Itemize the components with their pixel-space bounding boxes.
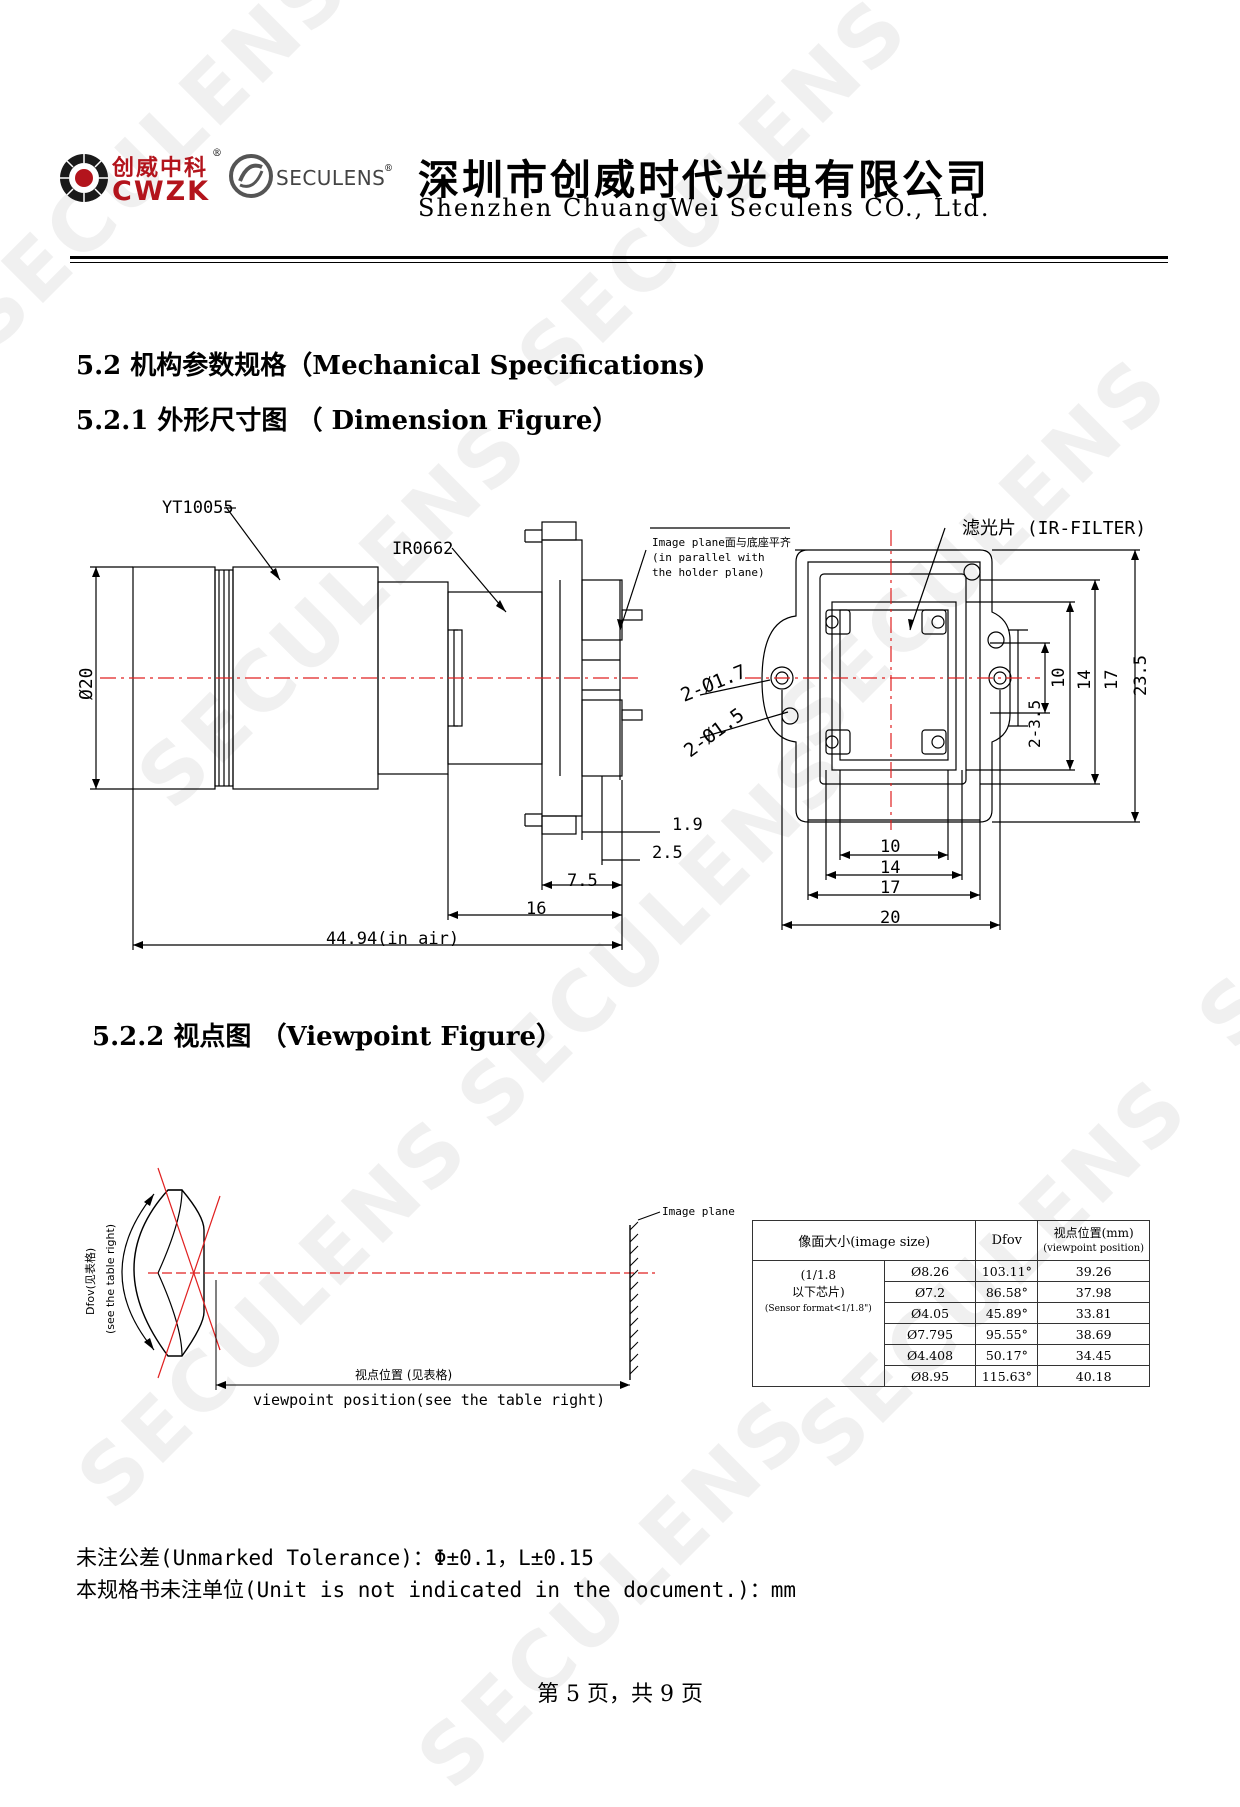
lens-element [133, 1189, 205, 1357]
table-cell-size: Ø8.95 [883, 1365, 977, 1387]
page-number: 第 5 页，共 9 页 [537, 1682, 703, 1707]
sensor-format-cell: (1/1.8 以下芯片) (Sensor format<1/1.8") [752, 1260, 885, 1324]
viewpoint-figure: Dfov(见表格) (see the table right) Image pl… [83, 1167, 735, 1409]
label-filter-part: IR0662 [392, 539, 453, 559]
label-dim-v-17: 17 [1102, 670, 1122, 690]
label-dim-1-9: 1.9 [672, 815, 703, 835]
label-dim-h-10: 10 [880, 837, 900, 857]
sensor-line-1: (1/1.8 [800, 1267, 837, 1282]
section-mechanical-title: 5.2 机构参数规格（Mechanical Specifications) [76, 351, 706, 381]
label-dim-v-23-5: 23.5 [1131, 655, 1151, 696]
label-dfov-cn: Dfov(见表格) [83, 1248, 97, 1315]
label-dim-v-10: 10 [1049, 668, 1069, 688]
company-name-cn: 深圳市创威时代光电有限公司 [418, 156, 990, 204]
table-cell-size: Ø7.795 [883, 1323, 977, 1345]
label-image-plane-1: Image plane面与底座平齐 [652, 535, 791, 549]
header-rule-thick [70, 256, 1168, 259]
label-dia-20: Ø20 [76, 667, 97, 700]
seculens-logo-icon [229, 154, 273, 198]
logo-cn-text: 创威中科 [112, 155, 209, 181]
label-dim-h-14: 14 [880, 858, 900, 878]
cwzk-logo-icon [60, 154, 108, 202]
header-viewpoint-cn: 视点位置(mm) [1053, 1225, 1134, 1240]
header-image-size: 像面大小(image size) [751, 1220, 977, 1261]
label-lens-part: YT10055 [162, 498, 234, 518]
label-dim-h-17: 17 [880, 878, 900, 898]
label-dfov-en: (see the table right) [104, 1224, 117, 1334]
label-viewpoint-cn: 视点位置 (见表格) [355, 1367, 452, 1382]
label-viewpoint-en: viewpoint position(see the table right) [253, 1391, 605, 1409]
label-dim-v-2-3-5: 2-3.5 [1025, 700, 1044, 748]
viewpoint-table: 像面大小(image size) Dfov 视点位置(mm) (viewpoin… [751, 1220, 1150, 1387]
table-cell-viewpoint: 38.69 [1037, 1323, 1150, 1345]
label-dim-h-20: 20 [880, 908, 900, 928]
header-dfov: Dfov [975, 1220, 1039, 1261]
label-holes-15: 2-Ø1.5 [680, 704, 748, 762]
header-viewpoint: 视点位置(mm) (viewpoint position) [1037, 1220, 1150, 1261]
label-ir-filter: 滤光片 (IR-FILTER) [962, 518, 1146, 539]
holder-window [819, 573, 967, 785]
label-image-plane-2: (in parallel with [652, 551, 765, 564]
label-dim-7-5: 7.5 [567, 871, 598, 891]
label-dim-16: 16 [526, 899, 546, 919]
table-cell-size: Ø7.2 [883, 1281, 977, 1303]
label-image-plane: Image plane [662, 1205, 735, 1218]
logo-en-text: CWZK [112, 176, 211, 207]
sensor-format-cell-blank [752, 1323, 885, 1387]
dimension-figure: YT10055 IR0662 Image plane面与底座平齐 (in par… [76, 498, 1151, 950]
seculens-logo-text: SECULENS [276, 166, 386, 190]
label-dim-v-14: 14 [1075, 670, 1095, 690]
table-cell-size: Ø4.05 [883, 1302, 977, 1324]
table-cell-dfov: 45.89° [975, 1302, 1039, 1324]
table-cell-dfov: 50.17° [975, 1344, 1039, 1366]
table-cell-size: Ø4.408 [883, 1344, 977, 1366]
header-viewpoint-en: (viewpoint position) [1043, 1242, 1145, 1254]
label-dim-total: 44.94(in air) [326, 929, 459, 949]
table-cell-viewpoint: 39.26 [1037, 1260, 1150, 1282]
registered-mark: ® [212, 148, 222, 159]
table-cell-viewpoint: 34.45 [1037, 1344, 1150, 1366]
holder-plate-outer [761, 549, 1011, 823]
company-name-en: Shenzhen ChuangWei Seculens CO., Ltd. [418, 194, 991, 222]
sensor-line-3: (Sensor format<1/1.8") [764, 1303, 872, 1314]
seculens-registered: ® [384, 164, 393, 174]
table-cell-size: Ø8.26 [883, 1260, 977, 1282]
label-dim-2-5: 2.5 [652, 843, 683, 863]
mount-hole-left [770, 666, 794, 690]
note-unit: 本规格书未注单位(Unit is not indicated in the do… [76, 1578, 797, 1602]
label-holes-17: 2-Ø1.7 [678, 661, 750, 707]
table-cell-dfov: 95.55° [975, 1323, 1039, 1345]
table-cell-viewpoint: 37.98 [1037, 1281, 1150, 1303]
section-viewpoint-title: 5.2.2 视点图 （Viewpoint Figure） [92, 1022, 563, 1052]
table-cell-dfov: 86.58° [975, 1281, 1039, 1303]
sensor-line-2: 以下芯片) [791, 1284, 845, 1299]
label-image-plane-3: the holder plane) [652, 566, 765, 579]
section-dimension-title: 5.2.1 外形尺寸图 （ Dimension Figure） [76, 406, 619, 436]
table-cell-dfov: 103.11° [975, 1260, 1039, 1282]
header-rule-thin [70, 262, 1168, 263]
table-cell-dfov: 115.63° [975, 1365, 1039, 1387]
note-tolerance: 未注公差(Unmarked Tolerance)：Φ±0.1，L±0.15 [76, 1546, 594, 1570]
table-cell-viewpoint: 40.18 [1037, 1365, 1150, 1387]
table-cell-viewpoint: 33.81 [1037, 1302, 1150, 1324]
